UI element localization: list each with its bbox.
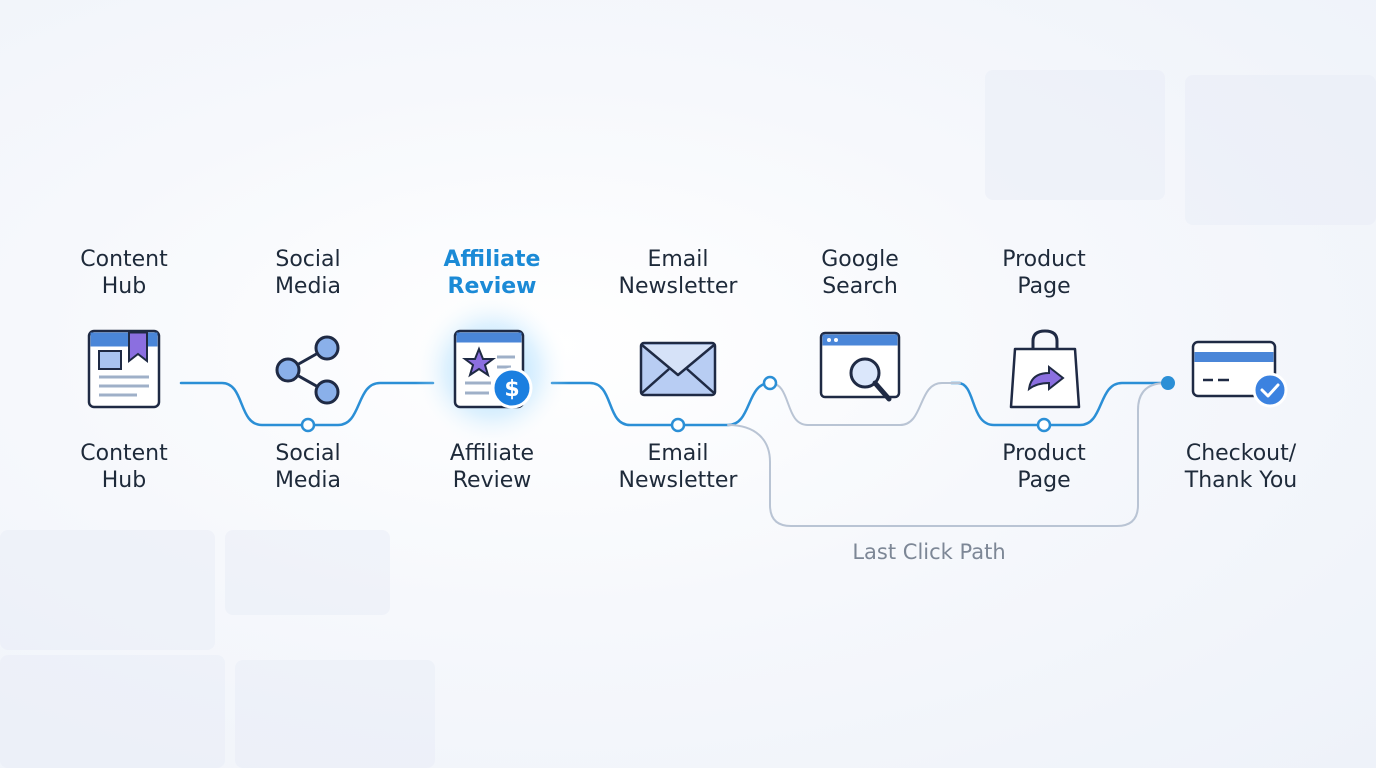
last-click-path-line	[769, 382, 961, 426]
email-envelope-icon	[639, 341, 717, 397]
content-hub-icon	[87, 329, 161, 409]
path-node-end	[1161, 376, 1175, 390]
background-panel	[235, 660, 435, 768]
background-panel	[0, 530, 215, 650]
background-panel	[1185, 75, 1376, 225]
last-click-path-label: Last Click Path	[852, 540, 1006, 564]
background-panel	[985, 70, 1165, 200]
path-segment	[550, 381, 772, 427]
step-bottom-label-checkout: Checkout/Thank You	[1184, 441, 1298, 493]
shopping-bag-icon	[1009, 329, 1081, 409]
last-click-path-line	[727, 382, 1167, 527]
path-node	[762, 375, 778, 391]
background-panel	[225, 530, 390, 615]
affiliate-review-icon: $	[453, 329, 533, 409]
path-node	[300, 417, 316, 433]
search-browser-icon	[819, 331, 901, 402]
social-share-icon	[275, 335, 340, 405]
checkout-card-icon	[1191, 340, 1288, 408]
svg-text:$: $	[504, 377, 519, 402]
path-segment	[179, 381, 435, 427]
background-panel	[0, 655, 225, 768]
path-node	[1036, 417, 1052, 433]
path-node	[670, 417, 686, 433]
